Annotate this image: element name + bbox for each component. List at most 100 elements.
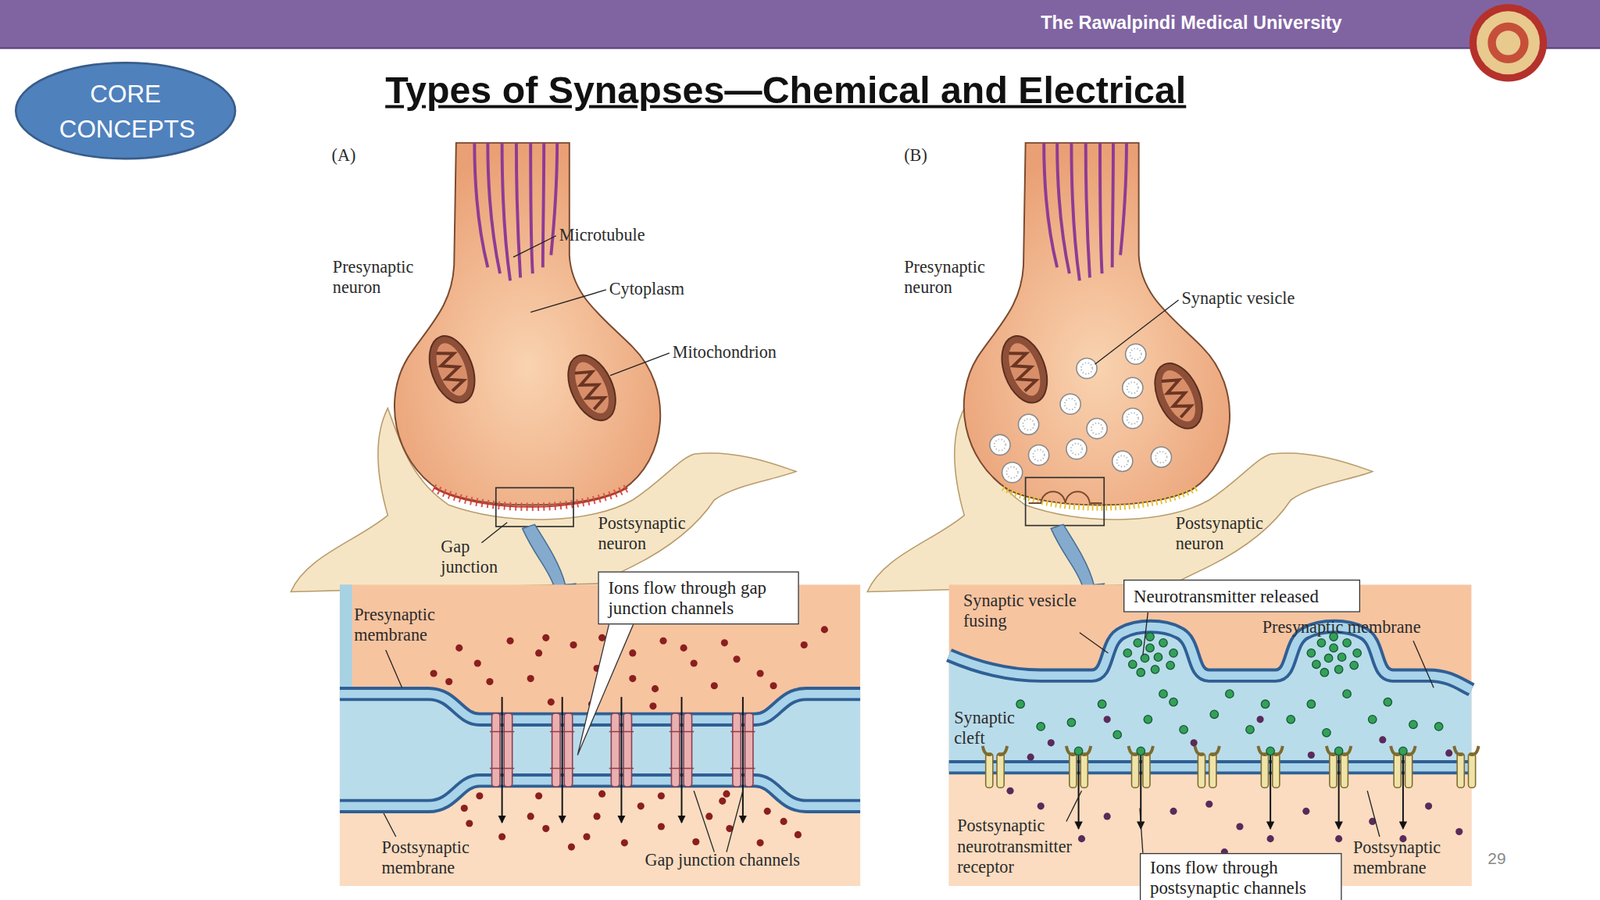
panel-a-zoom-part-part	[475, 792, 483, 800]
panel-a-zoom-part	[502, 696, 743, 823]
panel-b-zoom-part-part	[1169, 697, 1178, 706]
panel-b-zoom-part-part	[1335, 835, 1343, 843]
panel-a-zoom-part-part	[800, 641, 808, 649]
leader-lines-b-part	[1413, 640, 1434, 688]
panel-b-neurons-part-part	[1120, 142, 1127, 256]
panel-b-neurons	[867, 142, 1373, 611]
panel-b-zoom-part	[1078, 746, 1404, 829]
panel-a-zoom-part-part	[769, 682, 777, 690]
panel-a-zoom-part	[339, 584, 353, 694]
leader-lines-a-part	[610, 353, 670, 376]
panel-a-zoom-part-part	[506, 637, 514, 645]
panel-b-zoom-part-part	[1136, 668, 1145, 677]
panel-b-zoom-part-part	[1036, 722, 1045, 731]
panel-a-zoom-part	[339, 584, 861, 886]
panel-a-zoom-part-part	[780, 817, 788, 825]
panel-b-zoom-part-part	[1267, 835, 1275, 843]
panel-b-zoom-part-part	[1103, 812, 1111, 820]
panel-b-zoom-part-part	[1047, 739, 1055, 747]
panel-b-zoom-part	[1194, 746, 1219, 789]
panel-b-zoom-part-part	[1353, 649, 1361, 658]
leader-lines-a-part	[513, 235, 557, 258]
panel-b-zoom-part-part	[1143, 715, 1152, 724]
panel-a-zoom-part-part	[527, 812, 535, 820]
panel-a-neurons-part-part	[474, 142, 488, 268]
panel-b-zoom-part-part	[1342, 689, 1351, 698]
leader-lines-a-part	[726, 790, 743, 852]
panel-b-zoom-part	[1016, 632, 1443, 756]
panel-b-zoom-part-part	[1342, 639, 1351, 647]
panel-a-zoom-part-part	[620, 696, 622, 823]
panel-a-zoom-part-part	[498, 832, 506, 840]
panel-a-neurons-part	[433, 487, 628, 507]
callout-box: Neurotransmitter released	[1123, 579, 1361, 613]
panel-b-neurons-part	[1043, 142, 1127, 281]
panel-a-neurons-part	[394, 142, 661, 506]
panel-a-zoom-part-part	[764, 807, 772, 815]
panel-b-zoom-part-part	[1324, 653, 1333, 662]
panel-b-zoom-part-part	[1225, 689, 1234, 698]
panel-b-zoom-part-part	[1260, 700, 1269, 708]
panel-a-neurons-part-part	[502, 142, 511, 281]
header-bar	[0, 0, 1600, 47]
panel-a-zoom-part-part	[339, 780, 861, 807]
panel-a-zoom-part-part	[722, 790, 730, 798]
panel-a-zoom-part-part	[692, 838, 700, 846]
panel-b-zoom-part-part	[1166, 660, 1175, 669]
panel-a-zoom	[339, 584, 861, 886]
panel-b-zoom-part-part	[1067, 718, 1075, 727]
panel-b-zoom-part-part	[1146, 632, 1154, 641]
panel-b-neurons-part	[1025, 477, 1105, 525]
panel-b-neurons-part	[964, 142, 1230, 506]
panel-a-zoom-part-part	[657, 792, 665, 800]
panel-b-zoom-part-part	[1425, 802, 1433, 810]
panel-b-zoom-part-part	[1409, 720, 1418, 729]
panel-a-zoom-part-part	[718, 797, 726, 805]
panel-b-neurons-part	[993, 329, 1056, 409]
panel-a-zoom-part-part	[455, 644, 463, 652]
concept-oval: CORE CONCEPTS	[14, 60, 237, 161]
panel-b-neurons-part	[1086, 418, 1108, 440]
panel-b-zoom-part	[982, 746, 1008, 789]
panel-b-zoom-part-part	[1128, 660, 1137, 668]
panel-a-zoom-part-part	[756, 669, 764, 677]
panel-a-zoom-part-part	[628, 649, 636, 657]
leader-lines-b-part	[1094, 300, 1179, 365]
panel-b-zoom-part-part	[1317, 639, 1325, 647]
panel-a-zoom-part-part	[732, 655, 740, 663]
leader-lines-b-part	[1367, 790, 1380, 837]
oval-text: CORE CONCEPTS	[59, 75, 193, 147]
panel-b-zoom-part-part	[1455, 828, 1463, 836]
leader-lines-b-part	[1066, 790, 1083, 822]
panel-b-zoom-part-part	[1302, 807, 1310, 815]
panel-b-zoom-part-part	[1169, 807, 1177, 815]
callout-text: Neurotransmitter released	[1133, 585, 1319, 607]
panel-a-zoom-part-part	[637, 802, 645, 810]
panel-b-zoom-part-part	[1256, 715, 1264, 723]
panel-b-zoom-part-part	[1150, 665, 1159, 674]
panel-b-neurons-part	[1112, 450, 1133, 472]
panel-b-neurons-part	[1002, 462, 1023, 483]
university-logo-part	[1476, 10, 1540, 75]
university-logo-part	[1469, 3, 1547, 82]
panel-b-neurons-part-part	[1085, 142, 1090, 278]
panel-a-zoom-part-part	[485, 678, 493, 686]
panel-a-zoom-part-part	[710, 682, 718, 690]
panel-b-zoom-part-part	[1368, 715, 1377, 724]
panel-b-zoom-part-part	[1027, 753, 1035, 761]
panel-b-zoom-part-part	[1246, 725, 1254, 734]
panel-b-zoom-part-part	[1113, 730, 1122, 739]
panel-b-zoom-part-part	[1402, 746, 1404, 829]
panel-letter: (A)	[331, 146, 372, 167]
panel-a-zoom-part-part	[465, 819, 473, 827]
panel-a-zoom-part-part	[705, 812, 713, 820]
panel-a-zoom-part-part	[742, 696, 744, 823]
panel-a-zoom-part-part	[690, 659, 698, 667]
panel-b-zoom-part-part	[1334, 665, 1343, 674]
panel-b-zoom-part-part	[1286, 715, 1295, 724]
panel-b-zoom-part-part	[1037, 802, 1045, 810]
leader-lines-b	[1066, 300, 1434, 854]
panel-b-zoom-part-part	[1322, 728, 1331, 737]
panel-b-zoom-part-part	[1383, 697, 1392, 706]
panel-a-zoom-part-part	[582, 832, 590, 840]
